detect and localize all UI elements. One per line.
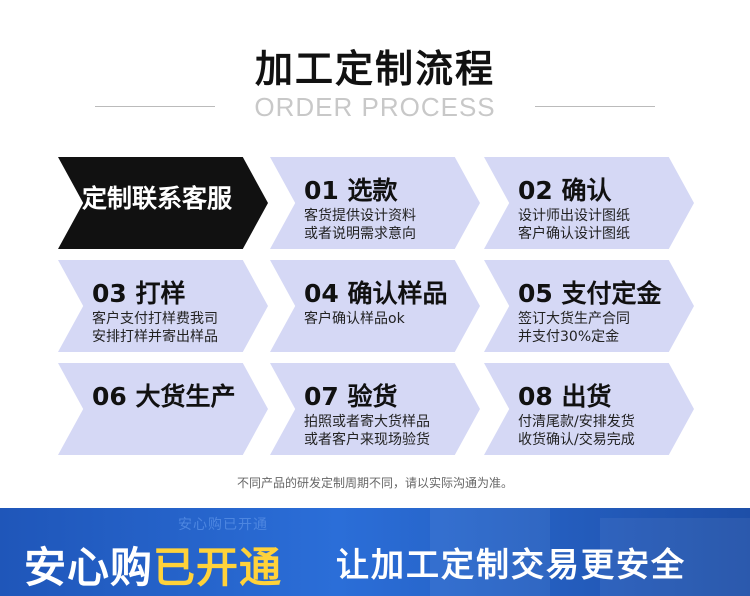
step-description: 签订大货生产合同并支付30%定金: [518, 311, 630, 345]
page-title: 加工定制流程: [254, 47, 495, 91]
step-description: 客户确认样品ok: [304, 311, 405, 327]
step-title: 08 出货: [518, 382, 612, 411]
step-description: 拍照或者寄大货样品或者客户来现场验货: [304, 414, 430, 448]
footnote: 不同产品的研发定制周期不同，请以实际沟通为准。: [236, 476, 513, 490]
step-title: 04 确认样品: [304, 279, 448, 308]
step-06: 06 大货生产: [58, 363, 268, 455]
step-title: 02 确认: [518, 176, 612, 205]
step-01: 01 选款 客货提供设计资料或者说明需求意向: [270, 157, 480, 249]
step-title: 06 大货生产: [92, 382, 236, 411]
step-title: 05 支付定金: [518, 279, 662, 308]
promo-banner: 安心购已开通 安心购已开通 让加工定制交易更安全: [0, 508, 750, 596]
step-description: 付清尾款/安排发货收货确认/交易完成: [518, 414, 635, 448]
step-02: 02 确认 设计师出设计图纸客户确认设计图纸: [484, 157, 694, 249]
step-07: 07 验货 拍照或者寄大货样品或者客户来现场验货: [270, 363, 480, 455]
step-title: 定制联系客服: [82, 184, 233, 213]
divider-left: [95, 106, 215, 107]
step-04: 04 确认样品 客户确认样品ok: [270, 260, 480, 352]
step-description: 客户支付打样费我司安排打样并寄出样品: [92, 311, 218, 345]
step-description: 设计师出设计图纸客户确认设计图纸: [518, 208, 630, 242]
step-08: 08 出货 付清尾款/安排发货收货确认/交易完成: [484, 363, 694, 455]
banner-tagline: 让加工定制交易更安全: [336, 545, 686, 584]
banner-headline: 安心购已开通: [24, 543, 283, 592]
step-contact-service: 定制联系客服: [58, 157, 268, 249]
step-description: 客货提供设计资料或者说明需求意向: [304, 208, 416, 242]
step-title: 01 选款: [304, 176, 398, 205]
page-subtitle: ORDER PROCESS: [254, 92, 496, 122]
divider-right: [535, 106, 655, 107]
banner-decoration: [600, 518, 750, 596]
banner-decoration: [430, 508, 550, 596]
step-title: 07 验货: [304, 382, 398, 411]
step-03: 03 打样 客户支付打样费我司安排打样并寄出样品: [58, 260, 268, 352]
step-title: 03 打样: [92, 279, 186, 308]
banner-ghost-text: 安心购已开通: [178, 517, 268, 533]
step-05: 05 支付定金 签订大货生产合同并支付30%定金: [484, 260, 694, 352]
subtitle-row: ORDER PROCESS: [40, 92, 710, 122]
